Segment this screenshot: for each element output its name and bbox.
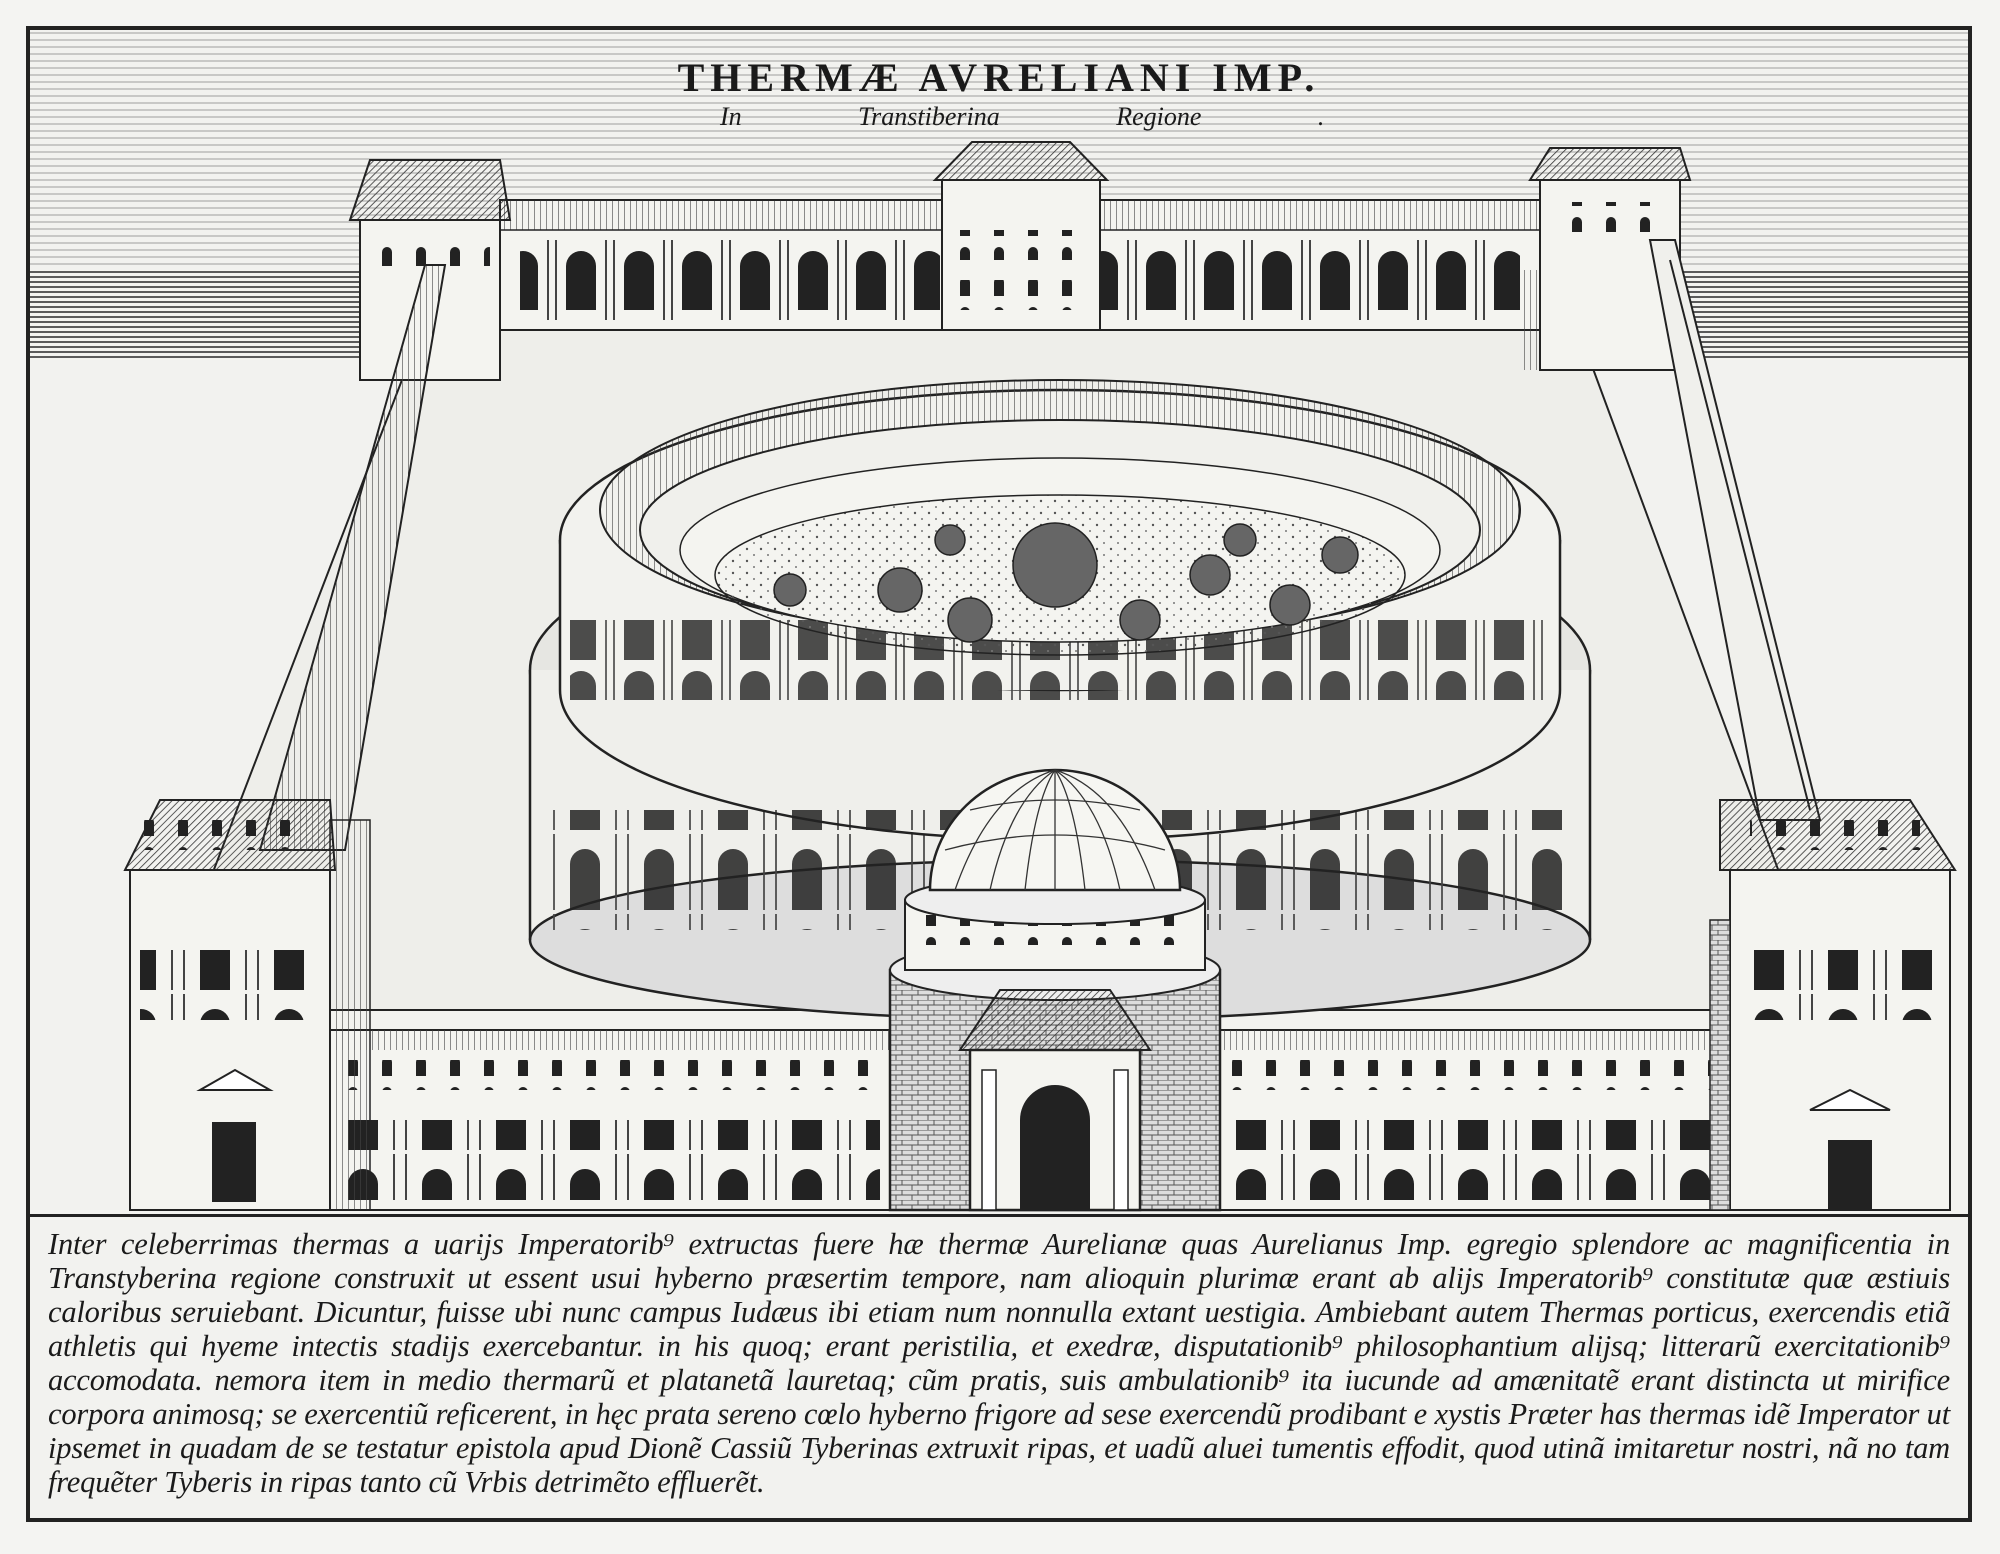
plate-title: THERMÆ AVRELIANI IMP. [677, 55, 1321, 100]
sea-right [1670, 270, 1968, 360]
tower-front-right [1709, 799, 1957, 1211]
caption-box: Inter celeberrimas thermas a uarijs Impe… [30, 1214, 1968, 1522]
back-colonnade [499, 141, 1541, 331]
trees [773, 522, 1359, 643]
tower-front-left [123, 799, 371, 1211]
plate-subtitle: In Transtiberina Regione . [720, 102, 1325, 131]
sea-left [30, 270, 390, 360]
domed-rotunda [888, 768, 1222, 1212]
front-colonnade-right [1219, 1029, 1741, 1211]
engraving-illustration [30, 30, 1968, 1212]
caption-text: Inter celeberrimas thermas a uarijs Impe… [48, 1227, 1950, 1499]
rotunda-door [1020, 1085, 1090, 1210]
front-colonnade-left [329, 1029, 891, 1211]
engraving-sheet: THERMÆ AVRELIANI IMP. In Transtiberina R… [26, 26, 1972, 1522]
thermae-drawing [30, 30, 1968, 1212]
